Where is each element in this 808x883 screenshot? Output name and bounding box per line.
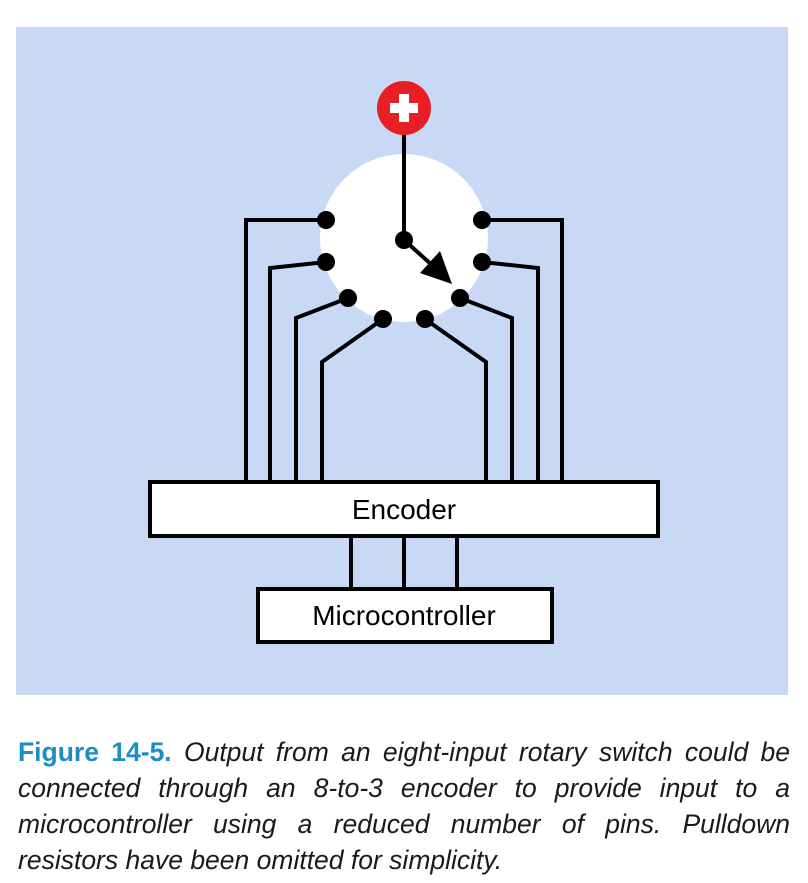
contact-6	[451, 289, 469, 307]
contact-8	[473, 211, 491, 229]
wire-8	[482, 218, 564, 482]
wire-2	[268, 260, 327, 482]
wire-6	[459, 296, 514, 482]
contact-7	[473, 253, 491, 271]
rotor-pivot	[395, 231, 413, 249]
contact-3	[339, 289, 357, 307]
wire-7	[481, 260, 540, 482]
encoder-label: Encoder	[352, 494, 456, 525]
figure-label: Figure 14-5.	[18, 737, 172, 767]
encoder-box	[148, 480, 660, 538]
rotary-switch-diagram: Encoder Microcontroller	[16, 27, 788, 695]
contact-1	[317, 211, 335, 229]
wire-4	[320, 317, 385, 482]
figure-caption-text: Output from an eight-input rotary switch…	[18, 737, 790, 875]
rotor-arrowhead	[420, 251, 452, 284]
plus-icon	[377, 81, 431, 135]
encoder-output-wires	[349, 536, 459, 589]
wire-1	[244, 218, 326, 482]
contact-5	[416, 310, 434, 328]
switch-contacts	[317, 211, 491, 328]
wire-3	[294, 296, 349, 482]
microcontroller-box	[256, 587, 554, 644]
contact-4	[374, 310, 392, 328]
contact-2	[317, 253, 335, 271]
wire-5	[423, 317, 488, 482]
figure-caption: Figure 14-5. Output from an eight-input …	[18, 734, 790, 878]
contact-wires	[244, 218, 564, 482]
microcontroller-label: Microcontroller	[312, 600, 496, 631]
